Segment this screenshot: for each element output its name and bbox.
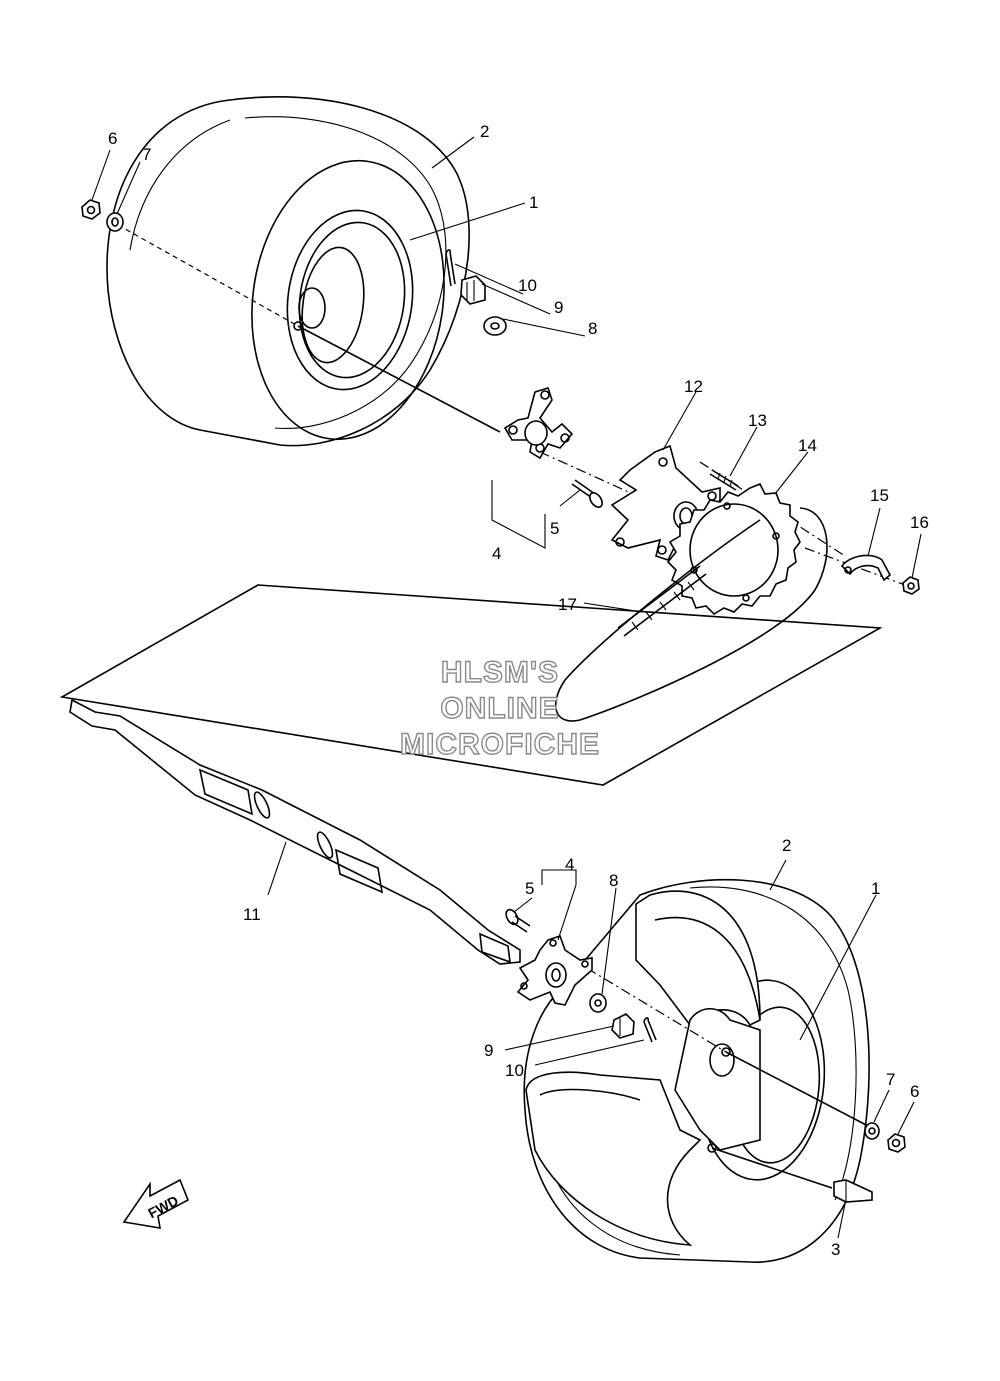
- washer-8-top: [483, 316, 507, 336]
- nut-9-top: [460, 275, 486, 305]
- watermark-line-2: ONLINE: [440, 692, 559, 725]
- callout-14: 14: [798, 436, 817, 455]
- callout-9-top: 9: [554, 298, 563, 317]
- callout-leaders: [91, 136, 922, 1239]
- top-axis-dashed: [117, 224, 299, 327]
- callout-5-bottom: 5: [525, 879, 534, 898]
- callout-12: 12: [684, 377, 703, 396]
- callout-numbers: 6 7 2 1 10 9 8 12 13 14 15 16 5 4 17 11 …: [108, 122, 929, 1259]
- washer-7-top: [106, 212, 124, 232]
- watermark: HLSM'S ONLINE MICROFICHE: [399, 655, 600, 761]
- top-tire: [106, 96, 470, 447]
- callout-9-bottom: 9: [484, 1041, 493, 1060]
- bracket-15: [840, 554, 892, 582]
- nut-9-bottom: [611, 1013, 635, 1039]
- callout-13: 13: [748, 411, 767, 430]
- axle-group-box: [59, 584, 883, 786]
- top-rim: [286, 209, 414, 391]
- nut-6-top: [81, 199, 101, 220]
- bottom-rim: [674, 1007, 761, 1153]
- top-axis-dashdot-2: [804, 547, 906, 586]
- bolt-5-bottom: [505, 908, 531, 933]
- callout-5-top: 5: [550, 519, 559, 538]
- callout-7-top: 7: [142, 145, 151, 164]
- sprocket-14: [666, 482, 801, 616]
- cotter-pin-10-top: [445, 249, 456, 287]
- callout-8-top: 8: [588, 319, 597, 338]
- callout-10-top: 10: [518, 276, 537, 295]
- callout-1-bottom: 1: [871, 879, 880, 898]
- washer-8-bottom: [589, 993, 607, 1013]
- fwd-arrow-icon: FWD: [122, 1178, 190, 1229]
- bolt-5-top: [571, 479, 603, 508]
- callout-6-bottom: 6: [910, 1082, 919, 1101]
- callout-1-top: 1: [529, 193, 538, 212]
- callout-7-bottom: 7: [886, 1070, 895, 1089]
- axle-11: [69, 698, 521, 965]
- bottom-tire-cutaway: [525, 890, 761, 1246]
- callout-8-bottom: 8: [609, 871, 618, 890]
- hub-4-bottom: [516, 934, 593, 1006]
- top-axis-solid: [297, 325, 501, 433]
- callout-4-bottom: 4: [565, 855, 574, 874]
- callout-16: 16: [910, 513, 929, 532]
- hub-4-top: [503, 387, 574, 460]
- watermark-line-1: HLSM'S: [441, 656, 559, 689]
- valve-3: [833, 1179, 873, 1203]
- bottom-axis: [725, 1051, 873, 1129]
- callout-17: 17: [558, 595, 577, 614]
- sprocket-hub-12: [610, 444, 721, 561]
- washer-7-bottom: [864, 1122, 880, 1140]
- cotter-pin-10-bottom: [643, 1017, 657, 1043]
- callout-15: 15: [870, 486, 889, 505]
- callout-3: 3: [831, 1240, 840, 1259]
- nut-16: [902, 576, 920, 595]
- nut-6-bottom: [887, 1133, 906, 1153]
- callout-10-bottom: 10: [505, 1061, 524, 1080]
- callout-2-bottom: 2: [782, 836, 791, 855]
- valve-axis: [711, 1147, 833, 1189]
- callout-2-top: 2: [480, 122, 489, 141]
- stud-13: [709, 469, 739, 491]
- chain-17: [617, 565, 707, 637]
- callout-6-top: 6: [108, 129, 117, 148]
- callout-11: 11: [243, 905, 261, 924]
- callout-4-top: 4: [492, 544, 501, 563]
- watermark-line-3: MICROFICHE: [400, 728, 600, 761]
